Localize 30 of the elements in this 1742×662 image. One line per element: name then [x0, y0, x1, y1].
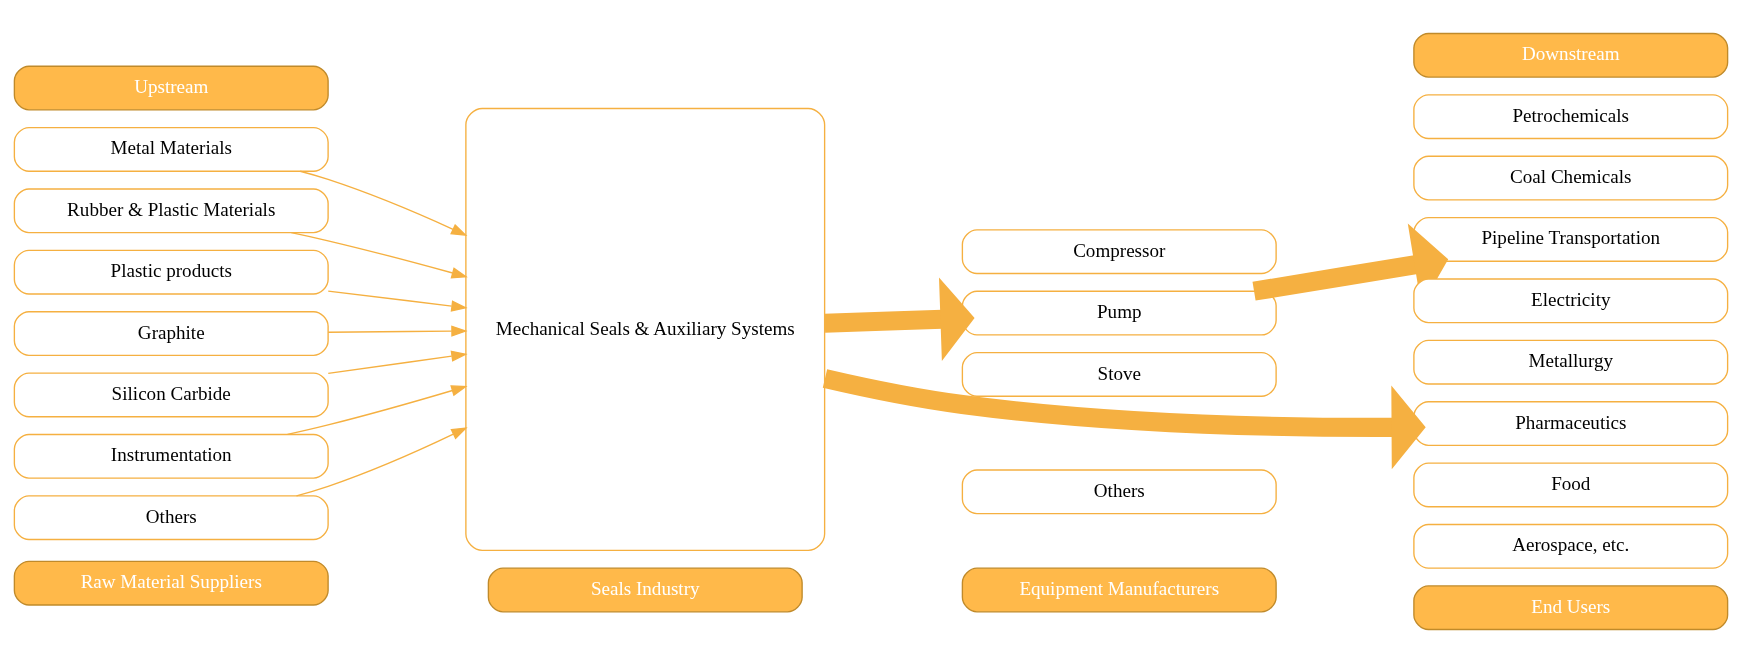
node-box: Aerospace, etc.	[1413, 523, 1729, 569]
node-box: Raw Material Suppliers	[13, 560, 329, 606]
node-box: Downstream	[1413, 32, 1729, 78]
arrow	[824, 276, 975, 361]
arrow	[327, 289, 468, 312]
node-box: Metallurgy	[1413, 339, 1729, 385]
node-box: End Users	[1413, 584, 1729, 630]
node-box: Upstream	[13, 65, 329, 111]
node-box: Equipment Manufacturers	[961, 567, 1277, 612]
node-box: Food	[1413, 461, 1729, 507]
node-box: Plastic products	[13, 249, 329, 295]
node-box: Graphite	[13, 310, 329, 356]
node-box: Others	[961, 468, 1277, 514]
node-box: Coal Chemicals	[1413, 155, 1729, 201]
node-box: Others	[13, 494, 329, 540]
node-box: Stove	[961, 351, 1277, 397]
node-box: Mechanical Seals & Auxiliary Systems	[465, 107, 826, 551]
node-box: Pump	[961, 290, 1277, 336]
node-box: Electricity	[1413, 277, 1729, 323]
node-box: Seals Industry	[487, 567, 803, 612]
node-box: Rubber & Plastic Materials	[13, 187, 329, 233]
node-box: Instrumentation	[13, 433, 329, 479]
arrow	[327, 350, 468, 374]
node-box: Metal Materials	[13, 126, 329, 172]
node-box: Pipeline Transportation	[1413, 216, 1729, 262]
node-box: Silicon Carbide	[13, 371, 329, 417]
arrow	[327, 324, 468, 337]
node-box: Pharmaceutics	[1413, 400, 1729, 446]
node-box: Compressor	[961, 228, 1277, 274]
node-box: Petrochemicals	[1413, 93, 1729, 139]
